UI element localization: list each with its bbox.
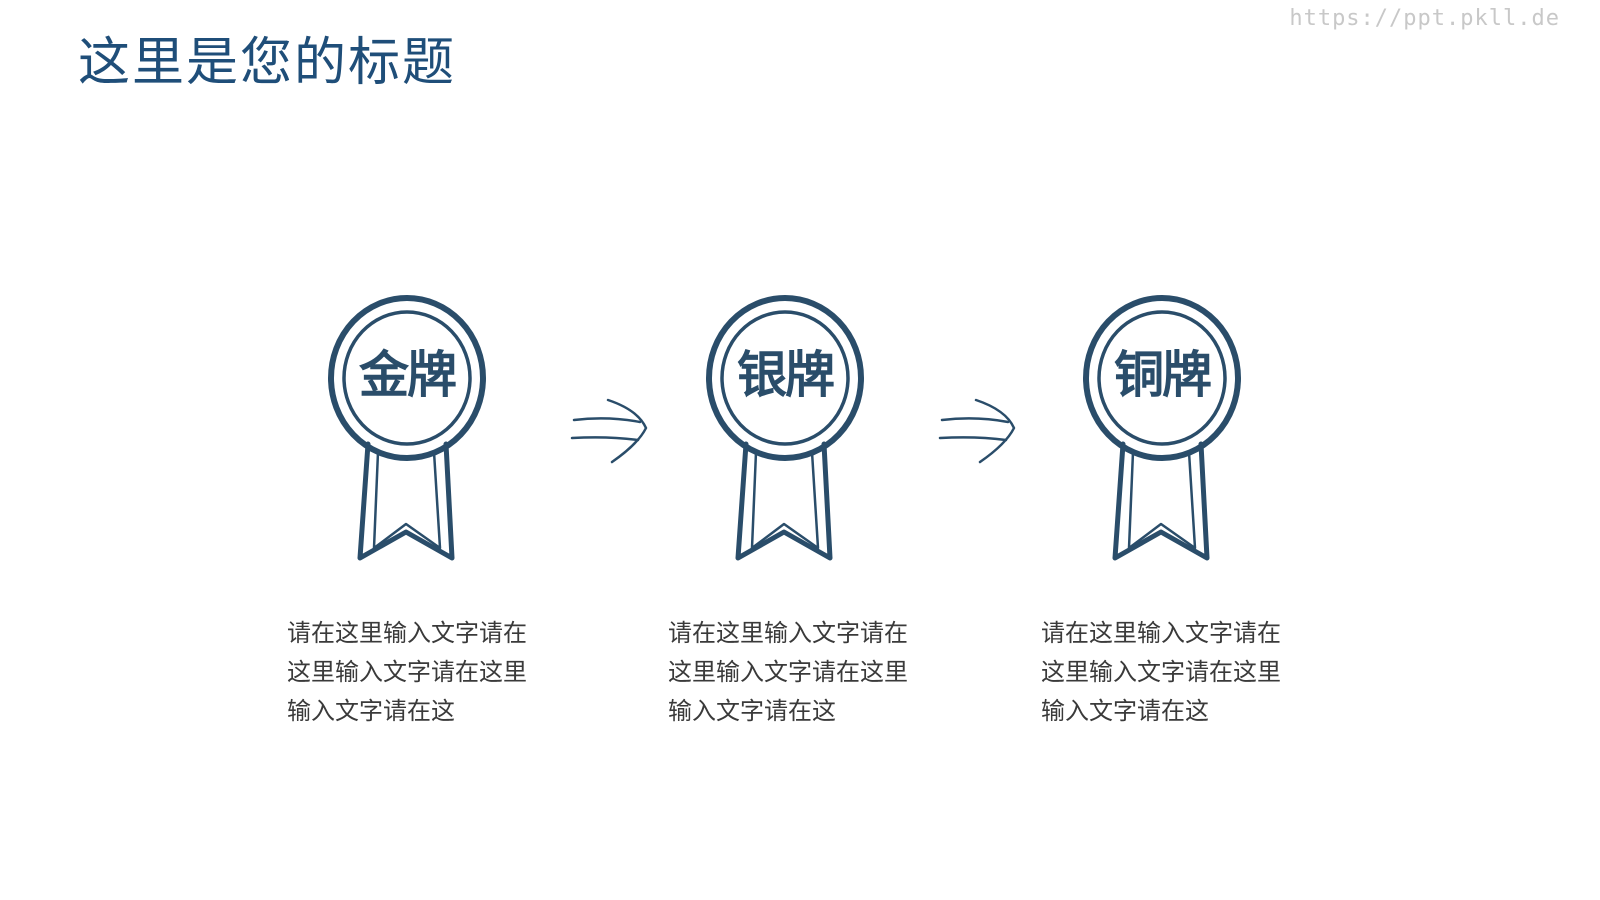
- page-title: 这里是您的标题: [78, 33, 457, 93]
- medal-gold: 金牌: [322, 292, 492, 572]
- medal-ribbon-icon: [328, 295, 486, 561]
- arrow-2: [936, 392, 1026, 472]
- description-silver: 请在这里输入文字请在这里输入文字请在这里输入文字请在这: [668, 619, 908, 725]
- hand-drawn-arrow-right-icon: [938, 398, 1016, 464]
- arrow-1: [568, 392, 658, 472]
- medal-label-gold: 金牌: [359, 346, 457, 404]
- medal-silver: 银牌: [700, 292, 870, 572]
- watermark-url: https://ppt.pkll.de: [1289, 6, 1560, 31]
- hand-drawn-arrow-right-icon: [570, 398, 648, 464]
- medal-bronze: 铜牌: [1077, 292, 1247, 572]
- medal-label-bronze: 铜牌: [1114, 346, 1212, 404]
- description-gold: 请在这里输入文字请在这里输入文字请在这里输入文字请在这: [287, 619, 527, 725]
- medal-ribbon-icon: [1083, 295, 1241, 561]
- medal-ribbon-icon: [706, 295, 864, 561]
- medal-label-silver: 银牌: [737, 346, 835, 404]
- description-bronze: 请在这里输入文字请在这里输入文字请在这里输入文字请在这: [1041, 619, 1281, 725]
